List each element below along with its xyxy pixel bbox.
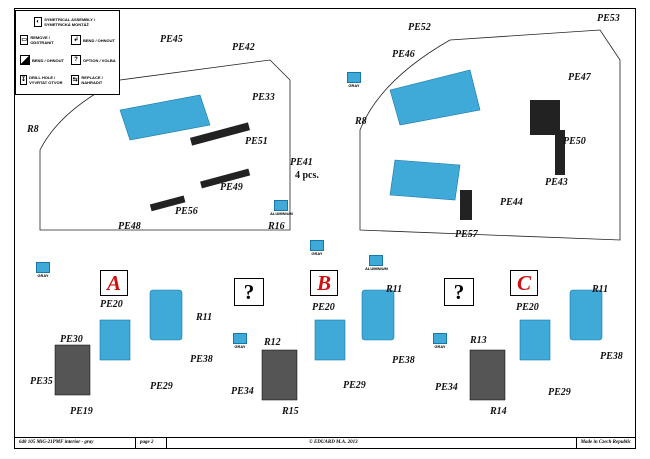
part-label: PE51: [245, 136, 268, 147]
paint-name: GRAY: [434, 344, 446, 349]
part-label: PE43: [545, 177, 568, 188]
part-label: PE48: [118, 221, 141, 232]
part-label: PE33: [252, 92, 275, 103]
drill-icon: ↧: [20, 75, 28, 85]
part-label: PE29: [343, 380, 366, 391]
instrument-panel-b: [261, 349, 298, 401]
option-b-marker: B: [310, 270, 338, 296]
seat-back-a: [149, 289, 183, 341]
paint-callout: GRAY: [36, 262, 50, 278]
option-unknown-marker: ?: [444, 278, 474, 306]
part-label: R15: [282, 406, 299, 417]
paint-name: GRAY: [234, 344, 246, 349]
seat-back-c: [569, 289, 603, 341]
part-label: PE57: [455, 229, 478, 240]
paint-name: GRAY: [348, 83, 360, 88]
part-label: PE34: [435, 382, 458, 393]
part-label: PE20: [516, 302, 539, 313]
paint-name: ALUMINIUM: [270, 211, 293, 216]
panel-b: [314, 319, 346, 361]
option-unknown-marker: ?: [234, 278, 264, 306]
symmetrical-icon: ◐: [34, 17, 43, 27]
part-label: PE53: [597, 13, 620, 24]
panel-a: [99, 319, 131, 361]
legend-text: SYMETRICAL ASSEMBLY / SYMETRICKÁ MONTÁŽ: [44, 17, 96, 27]
part-label: PE29: [548, 387, 571, 398]
part-label: R8: [27, 124, 39, 135]
bend-corner-icon: [20, 55, 30, 65]
page-number: page 2: [136, 438, 167, 448]
part-label: PE35: [30, 376, 53, 387]
seat-back-b: [361, 289, 395, 341]
paint-name: GRAY: [311, 251, 323, 256]
bend-icon: ↲: [71, 35, 81, 45]
remove-icon: ▭: [20, 35, 29, 45]
paint-callout: GRAY: [310, 240, 324, 256]
part-label: R14: [490, 406, 507, 417]
paint-callout: GRAY: [433, 333, 447, 349]
legend-box: ◐SYMETRICAL ASSEMBLY / SYMETRICKÁ MONTÁŽ…: [15, 10, 120, 95]
part-label: R8: [355, 116, 367, 127]
made-in: Made in Czech Republic: [580, 440, 631, 445]
paint-callout: GRAY: [233, 333, 247, 349]
part-label: R11: [592, 284, 609, 295]
part-label: PE47: [568, 72, 591, 83]
copyright: © EDUARD M.A. 2013: [167, 438, 577, 448]
part-label: PE56: [175, 206, 198, 217]
right-console-part: [389, 159, 461, 201]
left-panel-part: [119, 94, 211, 141]
paint-name: GRAY: [37, 273, 49, 278]
option-icon: ?: [71, 55, 81, 65]
right-panel-part: [389, 69, 481, 126]
part-label: PE49: [220, 182, 243, 193]
legend-text: REMOVE / ODSTRANIT: [30, 35, 54, 45]
part-label: R11: [386, 284, 403, 295]
panel-c: [519, 319, 551, 361]
part-label: PE52: [408, 22, 431, 33]
quantity-label: 4 pcs.: [295, 170, 319, 181]
cockpit-left-outline: [39, 59, 291, 231]
part-label: R16: [268, 221, 285, 232]
part-label: PE29: [150, 381, 173, 392]
legend-text: OPTION / VOLBA: [83, 57, 116, 63]
part-label: PE38: [600, 351, 623, 362]
kit-code: 648 105 MiG-21PMF interior - gray: [15, 438, 136, 448]
paint-callout: ALUMINIUM: [365, 255, 388, 271]
part-label: PE30: [60, 334, 83, 345]
part-label: PE45: [160, 34, 183, 45]
part-label: R12: [264, 337, 281, 348]
part-label: PE20: [100, 299, 123, 310]
part-label: PE46: [392, 49, 415, 60]
part-label: R11: [196, 312, 213, 323]
part-label: PE20: [312, 302, 335, 313]
cockpit-right-outline: [359, 29, 621, 241]
legend-text: BEND / OHNOUT: [32, 57, 64, 63]
footer: 648 105 MiG-21PMF interior - gray page 2…: [14, 437, 636, 449]
legend-text: BEND / OHNOUT: [83, 37, 115, 43]
legend-text: REPLACE / NAHRADIT: [81, 75, 103, 85]
paint-callout: ALUMINIUM: [270, 200, 293, 216]
option-c-marker: C: [510, 270, 538, 296]
legend-text: DRILL HOLE / VYVRTAT OTVOR: [29, 75, 63, 85]
part-label: PE44: [500, 197, 523, 208]
part-label: PE38: [392, 355, 415, 366]
part-label: PE19: [70, 406, 93, 417]
paint-name: ALUMINIUM: [365, 266, 388, 271]
part-label: PE41: [290, 157, 313, 168]
part-label: PE34: [231, 386, 254, 397]
paint-callout: GRAY: [347, 72, 361, 88]
option-a-marker: A: [100, 270, 128, 296]
instrument-panel-a: [54, 344, 91, 396]
part-label: PE50: [563, 136, 586, 147]
replace-icon: ⇆: [71, 75, 80, 85]
instrument-panel-c: [469, 349, 506, 401]
part-label: PE38: [190, 354, 213, 365]
part-label: R13: [470, 335, 487, 346]
part-label: PE42: [232, 42, 255, 53]
